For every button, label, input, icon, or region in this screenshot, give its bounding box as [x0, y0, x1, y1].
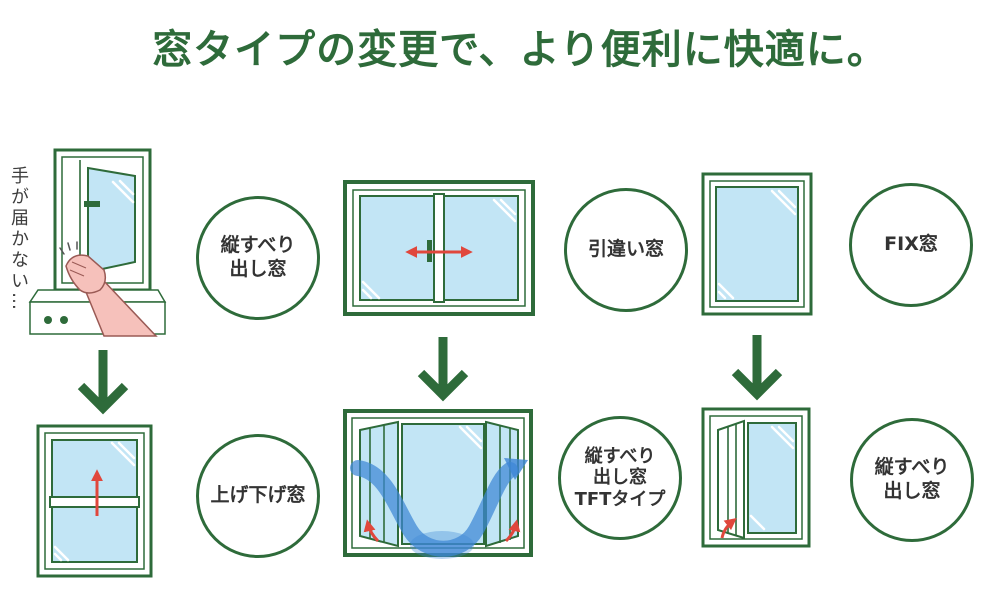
window-handle [84, 201, 100, 207]
open-sash-glass [87, 166, 136, 274]
illustration-hard-to-reach-window [28, 148, 167, 337]
circle-label-line: 出し窓 [593, 467, 647, 489]
glass-glare [111, 179, 135, 204]
down-arrow-icon [731, 335, 783, 401]
open-arrow-right [504, 519, 521, 543]
open-arrow-left [363, 519, 380, 543]
cabinet-knob [44, 316, 52, 324]
circle-label-line: TFTタイプ [574, 488, 666, 510]
illustration-fix-window [701, 172, 813, 316]
circle-label-line: 上げ下げ窓 [210, 484, 306, 507]
down-arrow-icon [77, 350, 129, 415]
reach-motion-lines [59, 241, 78, 255]
circle-label-line: 縦すべり [874, 456, 950, 479]
label-circle-double-hung: 上げ下げ窓 [196, 434, 320, 558]
open-arrow [720, 518, 737, 539]
right-pane-glass [441, 195, 519, 301]
circle-label-line: 縦すべり [220, 234, 296, 257]
airflow-arrow [350, 458, 528, 559]
hard-to-reach-note: 手が届かない… [8, 166, 29, 313]
glass-glare [361, 198, 517, 300]
label-circle-vertical-sliding-out: 縦すべり 出し窓 [196, 196, 320, 320]
circle-label-line: 出し窓 [229, 258, 287, 280]
casement-glass [747, 422, 797, 534]
illustration-sliding-window [343, 180, 535, 316]
illustration-casement-window [701, 407, 811, 548]
lower-sash-glass [51, 506, 138, 563]
label-circle-fix: FIX窓 [849, 183, 973, 307]
circle-label-line: 出し窓 [883, 480, 941, 502]
fixed-glass [715, 186, 799, 302]
reaching-hand [65, 254, 107, 294]
left-pane-glass [359, 195, 437, 301]
illustration-tft-window [343, 409, 533, 559]
open-sash [717, 419, 745, 540]
glass-glare [458, 425, 483, 450]
cabinet-knob [60, 316, 68, 324]
circle-label-line: 縦すべり [584, 445, 656, 467]
label-circle-tft-type: 縦すべり 出し窓 TFTタイプ [558, 416, 682, 540]
page-title: 窓タイプの変更で、より便利に快適に。 [152, 27, 888, 73]
circle-label-line: FIX窓 [884, 233, 938, 256]
glass-glare [53, 441, 136, 562]
glass-glare [717, 189, 797, 300]
center-mullion [433, 193, 445, 303]
circle-label-line: 引違い窓 [587, 238, 664, 261]
down-arrow-icon [417, 337, 469, 402]
meeting-rail [49, 496, 140, 508]
upper-sash-glass [51, 439, 138, 498]
illustration-double-hung-window [36, 424, 153, 578]
label-circle-sliding: 引違い窓 [564, 188, 688, 312]
glass-glare [749, 425, 795, 531]
label-circle-vertical-sliding-out-2: 縦すべり 出し窓 [850, 418, 974, 542]
